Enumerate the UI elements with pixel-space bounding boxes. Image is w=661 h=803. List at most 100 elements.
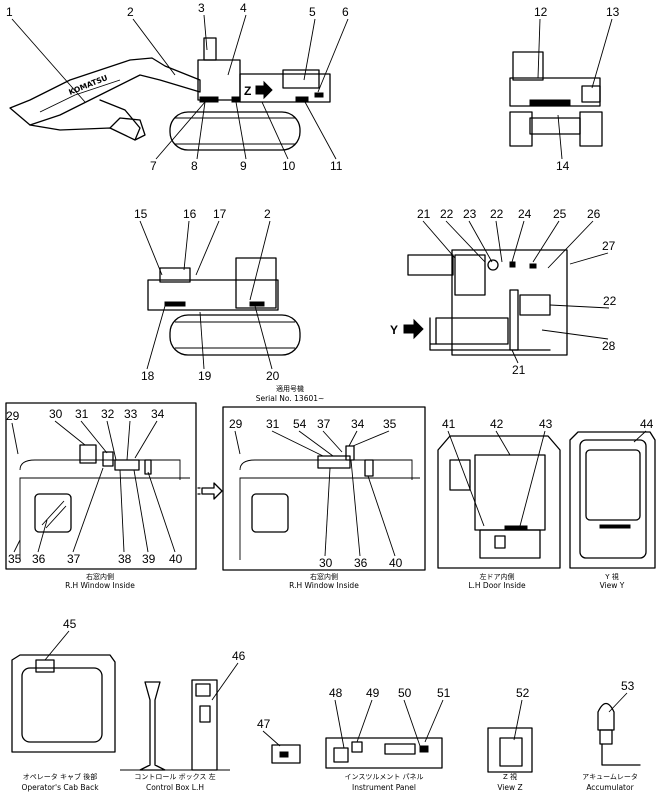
caption-en: View Z [497,783,522,792]
double-arrow-icon [197,482,223,500]
leader-line-49 [356,699,373,743]
callout-19: 19 [198,369,212,383]
leader-line-3 [203,14,208,51]
callout-40: 40 [169,552,183,566]
leader-line-39 [133,469,149,553]
leader-line-43 [519,430,546,527]
leader-line-13 [591,18,613,89]
callout-43: 43 [539,417,553,431]
callout-21: 21 [512,363,526,377]
control-box-lh [120,679,230,771]
callout-39: 39 [142,552,156,566]
callout-11: 11 [330,159,343,173]
callout-52: 52 [516,686,530,700]
leader-line-22 [549,304,610,309]
callout-38: 38 [118,552,132,566]
caption-jp: インスツルメント パネル [344,773,423,781]
leader-line-44 [633,430,647,443]
caption-jp: コントロール ボックス 左 [134,772,215,781]
leader-line-37 [322,430,343,453]
excavator-rear-view [509,51,603,147]
leader-line-4 [227,14,247,76]
leader-line-52 [513,699,523,741]
lh-door-inside [437,435,561,569]
callout-30: 30 [49,407,63,421]
callout-14: 14 [556,159,570,173]
caption-jp: 左ドア内側 [480,572,515,581]
leader-line-31 [80,420,108,454]
callout-18: 18 [141,369,155,383]
view-y-panel [569,431,656,569]
serial-jp: 適用号機 [276,384,304,393]
callout-22: 22 [603,294,617,308]
operators-cab-back [11,654,116,753]
callout-16: 16 [183,207,197,221]
callout-8: 8 [191,159,198,173]
callout-33: 33 [124,407,138,421]
caption-jp: アキュームレータ [582,772,638,781]
label-plate-47 [271,744,301,764]
callout-9: 9 [240,159,247,173]
callout-6: 6 [342,5,349,19]
callout-41: 41 [442,417,456,431]
leader-line-12 [537,18,541,79]
leader-line-30 [54,420,86,446]
leader-line-28 [541,329,609,340]
leader-line-37 [72,467,104,553]
leader-line-11 [304,101,337,160]
callout-37: 37 [317,417,331,431]
callout-42: 42 [490,417,504,431]
excavator-middle-side-view [147,257,301,356]
callout-27: 27 [602,239,616,253]
callout-44: 44 [640,417,654,431]
leader-line-10 [261,101,289,160]
leader-line-6 [317,18,349,93]
callout-1: 1 [6,5,13,19]
callout-53: 53 [621,679,635,693]
leader-line-41 [447,430,485,527]
callout-36: 36 [354,556,368,570]
leader-line-2 [132,18,176,76]
callout-34: 34 [351,417,365,431]
leader-line-22 [445,220,486,263]
leader-line-17 [195,220,220,276]
leader-line-32 [106,420,117,461]
callout-48: 48 [329,686,343,700]
view-z-arrow: Z [244,80,273,100]
leader-line-25 [532,220,560,263]
leader-line-48 [334,699,345,749]
leader-line-23 [468,220,493,263]
leader-line-18 [146,305,166,370]
callout-45: 45 [63,617,77,631]
leader-line-29 [11,422,19,455]
leader-line-21 [511,349,519,364]
caption-en: Operator's Cab Back [21,783,99,792]
leader-line-50 [403,699,421,747]
leader-line-31 [271,430,324,457]
callout-37: 37 [67,552,81,566]
leader-line-53 [608,692,628,713]
view-z-panel [487,727,533,773]
callout-40: 40 [389,556,403,570]
caption-en: R.H Window Inside [65,581,135,590]
callout-31: 31 [75,407,89,421]
callout-23: 23 [463,207,477,221]
leader-line-21 [422,220,456,259]
callout-50: 50 [398,686,412,700]
callout-22: 22 [440,207,454,221]
leader-line-36 [350,459,361,557]
callout-34: 34 [151,407,165,421]
leader-line-1 [11,18,86,103]
instrument-panel [325,737,443,769]
callout-3: 3 [198,1,205,15]
rh-window-inside-2 [222,406,426,571]
caption-en: Instrument Panel [352,783,416,792]
leader-line-42 [495,430,511,456]
accumulator [597,702,641,766]
callout-32: 32 [101,407,115,421]
leader-line-9 [235,101,247,160]
caption-jp: Z 視 [503,772,517,781]
leader-line-47 [262,730,281,747]
callout-35: 35 [8,552,22,566]
